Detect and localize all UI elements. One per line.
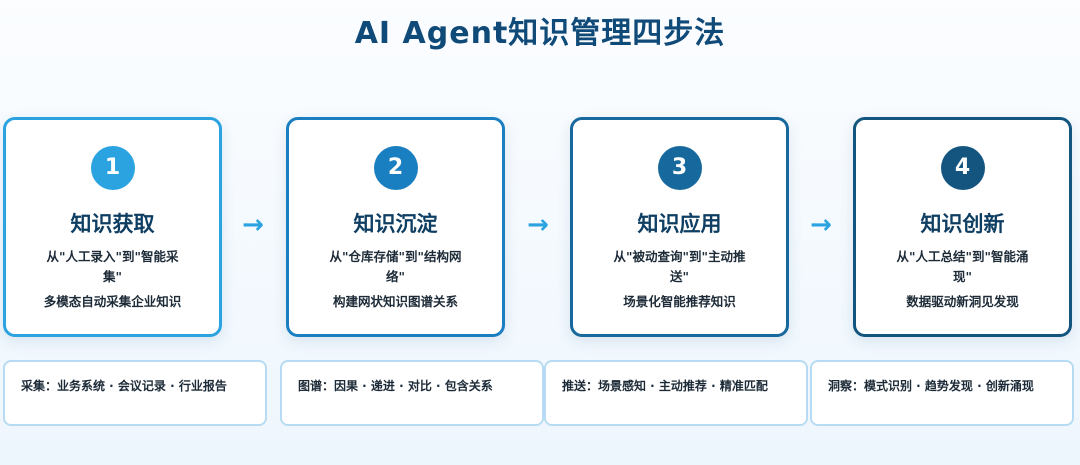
step-summary: 数据驱动新洞见发现 bbox=[906, 294, 1019, 309]
step-detail-box-4: 洞察：模式识别 · 趋势发现 · 创新涌现 bbox=[810, 360, 1074, 426]
step-description: 从"人工录入"到"智能采集" bbox=[46, 249, 179, 284]
step-description: 从"被动查询"到"主动推送" bbox=[613, 249, 746, 284]
arrow-right-icon: → bbox=[242, 210, 264, 240]
step-title: 知识沉淀 bbox=[353, 212, 438, 236]
step-card-1: 1 知识获取 从"人工录入"到"智能采集" 多模态自动采集企业知识 bbox=[3, 117, 222, 337]
step-number-badge: 2 bbox=[373, 146, 418, 190]
step-summary: 场景化智能推荐知识 bbox=[623, 294, 736, 309]
step-detail-box-3: 推送：场景感知 · 主动推荐 · 精准匹配 bbox=[544, 360, 808, 426]
step-title: 知识应用 bbox=[637, 212, 722, 236]
page-title: AI Agent知识管理四步法 bbox=[354, 16, 726, 51]
step-summary: 多模态自动采集企业知识 bbox=[43, 294, 182, 309]
step-title: 知识获取 bbox=[70, 212, 155, 236]
arrow-right-icon: → bbox=[810, 210, 832, 240]
step-number-badge: 1 bbox=[90, 146, 135, 190]
step-detail-box-1: 采集：业务系统 · 会议记录 · 行业报告 bbox=[3, 360, 267, 426]
step-number-badge: 4 bbox=[940, 146, 985, 190]
step-summary: 构建网状知识图谱关系 bbox=[332, 294, 458, 309]
step-detail-box-2: 图谱：因果 · 递进 · 对比 · 包含关系 bbox=[280, 360, 544, 426]
step-description: 从"仓库存储"到"结构网络" bbox=[329, 249, 462, 284]
step-card-4: 4 知识创新 从"人工总结"到"智能涌现" 数据驱动新洞见发现 bbox=[853, 117, 1072, 337]
step-title: 知识创新 bbox=[920, 212, 1005, 236]
step-card-2: 2 知识沉淀 从"仓库存储"到"结构网络" 构建网状知识图谱关系 bbox=[286, 117, 505, 337]
arrow-right-icon: → bbox=[527, 210, 549, 240]
step-number-badge: 3 bbox=[657, 146, 702, 190]
step-description: 从"人工总结"到"智能涌现" bbox=[896, 249, 1029, 284]
step-card-3: 3 知识应用 从"被动查询"到"主动推送" 场景化智能推荐知识 bbox=[570, 117, 789, 337]
